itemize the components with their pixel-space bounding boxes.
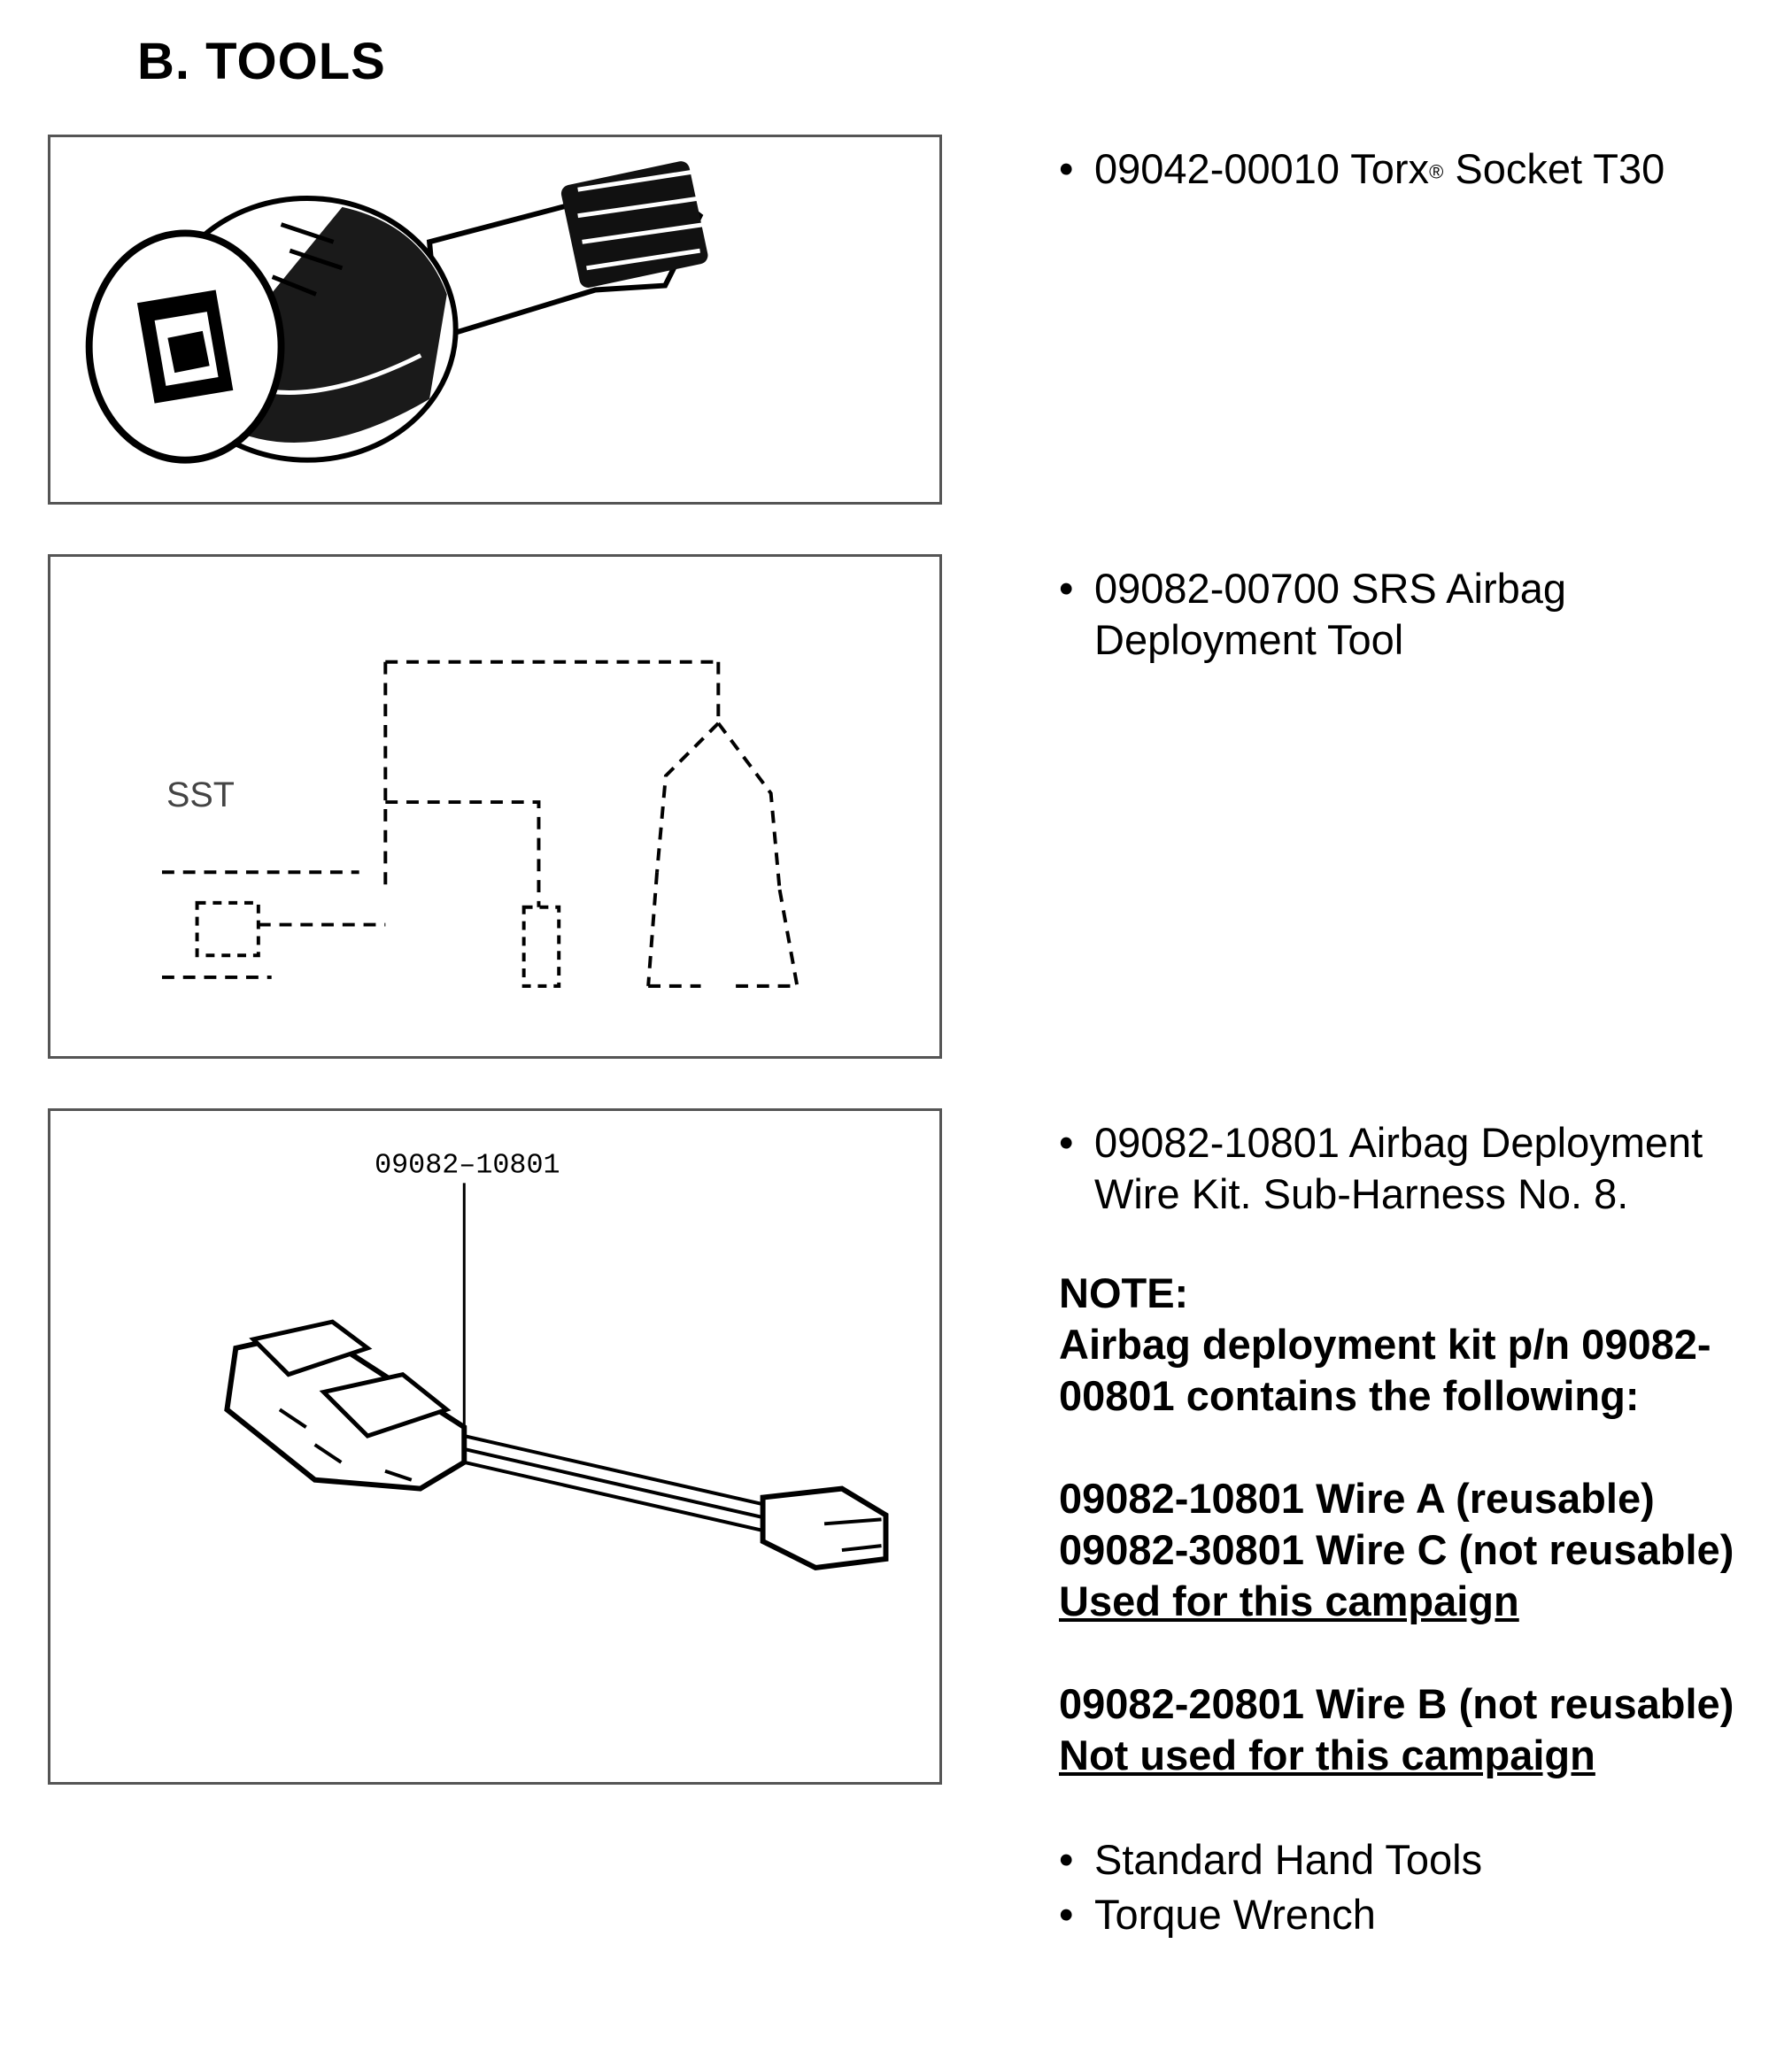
wire-kit-part-label: 09082–10801 xyxy=(375,1149,560,1181)
torx-socket-drawing xyxy=(85,161,708,464)
bullet-point: • xyxy=(1059,145,1074,192)
tool-part-number: 09042-00010 xyxy=(1094,145,1340,192)
note-body: Airbag deployment kit p/n 09082- 00801 c… xyxy=(1059,1319,1785,1422)
tool-name-suffix: Socket T30 xyxy=(1455,145,1665,192)
tool-item-wire-kit: • 09082-10801 Airbag Deployment Wire Kit… xyxy=(1059,1117,1767,1220)
tool-line-1: 09082-00700 SRS Airbag xyxy=(1094,565,1567,612)
tool-item-torx-socket: • 09042-00010 Torx® Socket T30 xyxy=(1059,143,1767,198)
section-heading: B. TOOLS xyxy=(137,33,386,90)
not-used-for-campaign: Not used for this campaign xyxy=(1059,1732,1595,1778)
note-title: NOTE: xyxy=(1059,1269,1189,1316)
deployment-tool-figure: SST xyxy=(48,554,942,1059)
tool-item-torque-wrench: • Torque Wrench xyxy=(1059,1889,1767,1940)
registered-mark: ® xyxy=(1429,160,1444,183)
note-unused-wires: 09082-20801 Wire B (not reusable) Not us… xyxy=(1059,1678,1785,1781)
wire-kit-figure: 09082–10801 xyxy=(48,1108,942,1785)
wire-b-item: 09082-20801 Wire B (not reusable) xyxy=(1059,1680,1734,1727)
tool-line-2: Wire Kit. Sub-Harness No. 8. xyxy=(1094,1170,1629,1217)
bullet-point: • xyxy=(1059,1836,1074,1883)
bullet-point: • xyxy=(1059,565,1074,612)
tool-line-1: 09082-10801 Airbag Deployment xyxy=(1094,1119,1703,1166)
tool-item-deployment-tool: • 09082-00700 SRS Airbag Deployment Tool xyxy=(1059,563,1767,666)
note-line-1: Airbag deployment kit p/n 09082- xyxy=(1059,1321,1711,1368)
bullet-point: • xyxy=(1059,1891,1074,1938)
tool-line-2: Deployment Tool xyxy=(1094,616,1404,663)
tool-name: Torx xyxy=(1350,145,1430,192)
wire-c-item: 09082-30801 Wire C (not reusable) xyxy=(1059,1526,1734,1573)
wire-a-item: 09082-10801 Wire A (reusable) xyxy=(1059,1475,1655,1522)
wire-kit-drawing: 09082–10801 xyxy=(224,1149,889,1570)
bullet-point: • xyxy=(1059,1119,1074,1166)
tool-label: Torque Wrench xyxy=(1094,1891,1376,1938)
torx-socket-figure xyxy=(48,135,942,505)
note-line-2: 00801 contains the following: xyxy=(1059,1372,1640,1419)
deployment-tool-drawing: SST xyxy=(162,660,799,988)
note-used-wires: 09082-10801 Wire A (reusable) 09082-3080… xyxy=(1059,1473,1785,1627)
used-for-campaign: Used for this campaign xyxy=(1059,1578,1519,1624)
tool-label: Standard Hand Tools xyxy=(1094,1836,1483,1883)
tool-item-hand-tools: • Standard Hand Tools xyxy=(1059,1834,1767,1886)
sst-label: SST xyxy=(166,775,235,814)
